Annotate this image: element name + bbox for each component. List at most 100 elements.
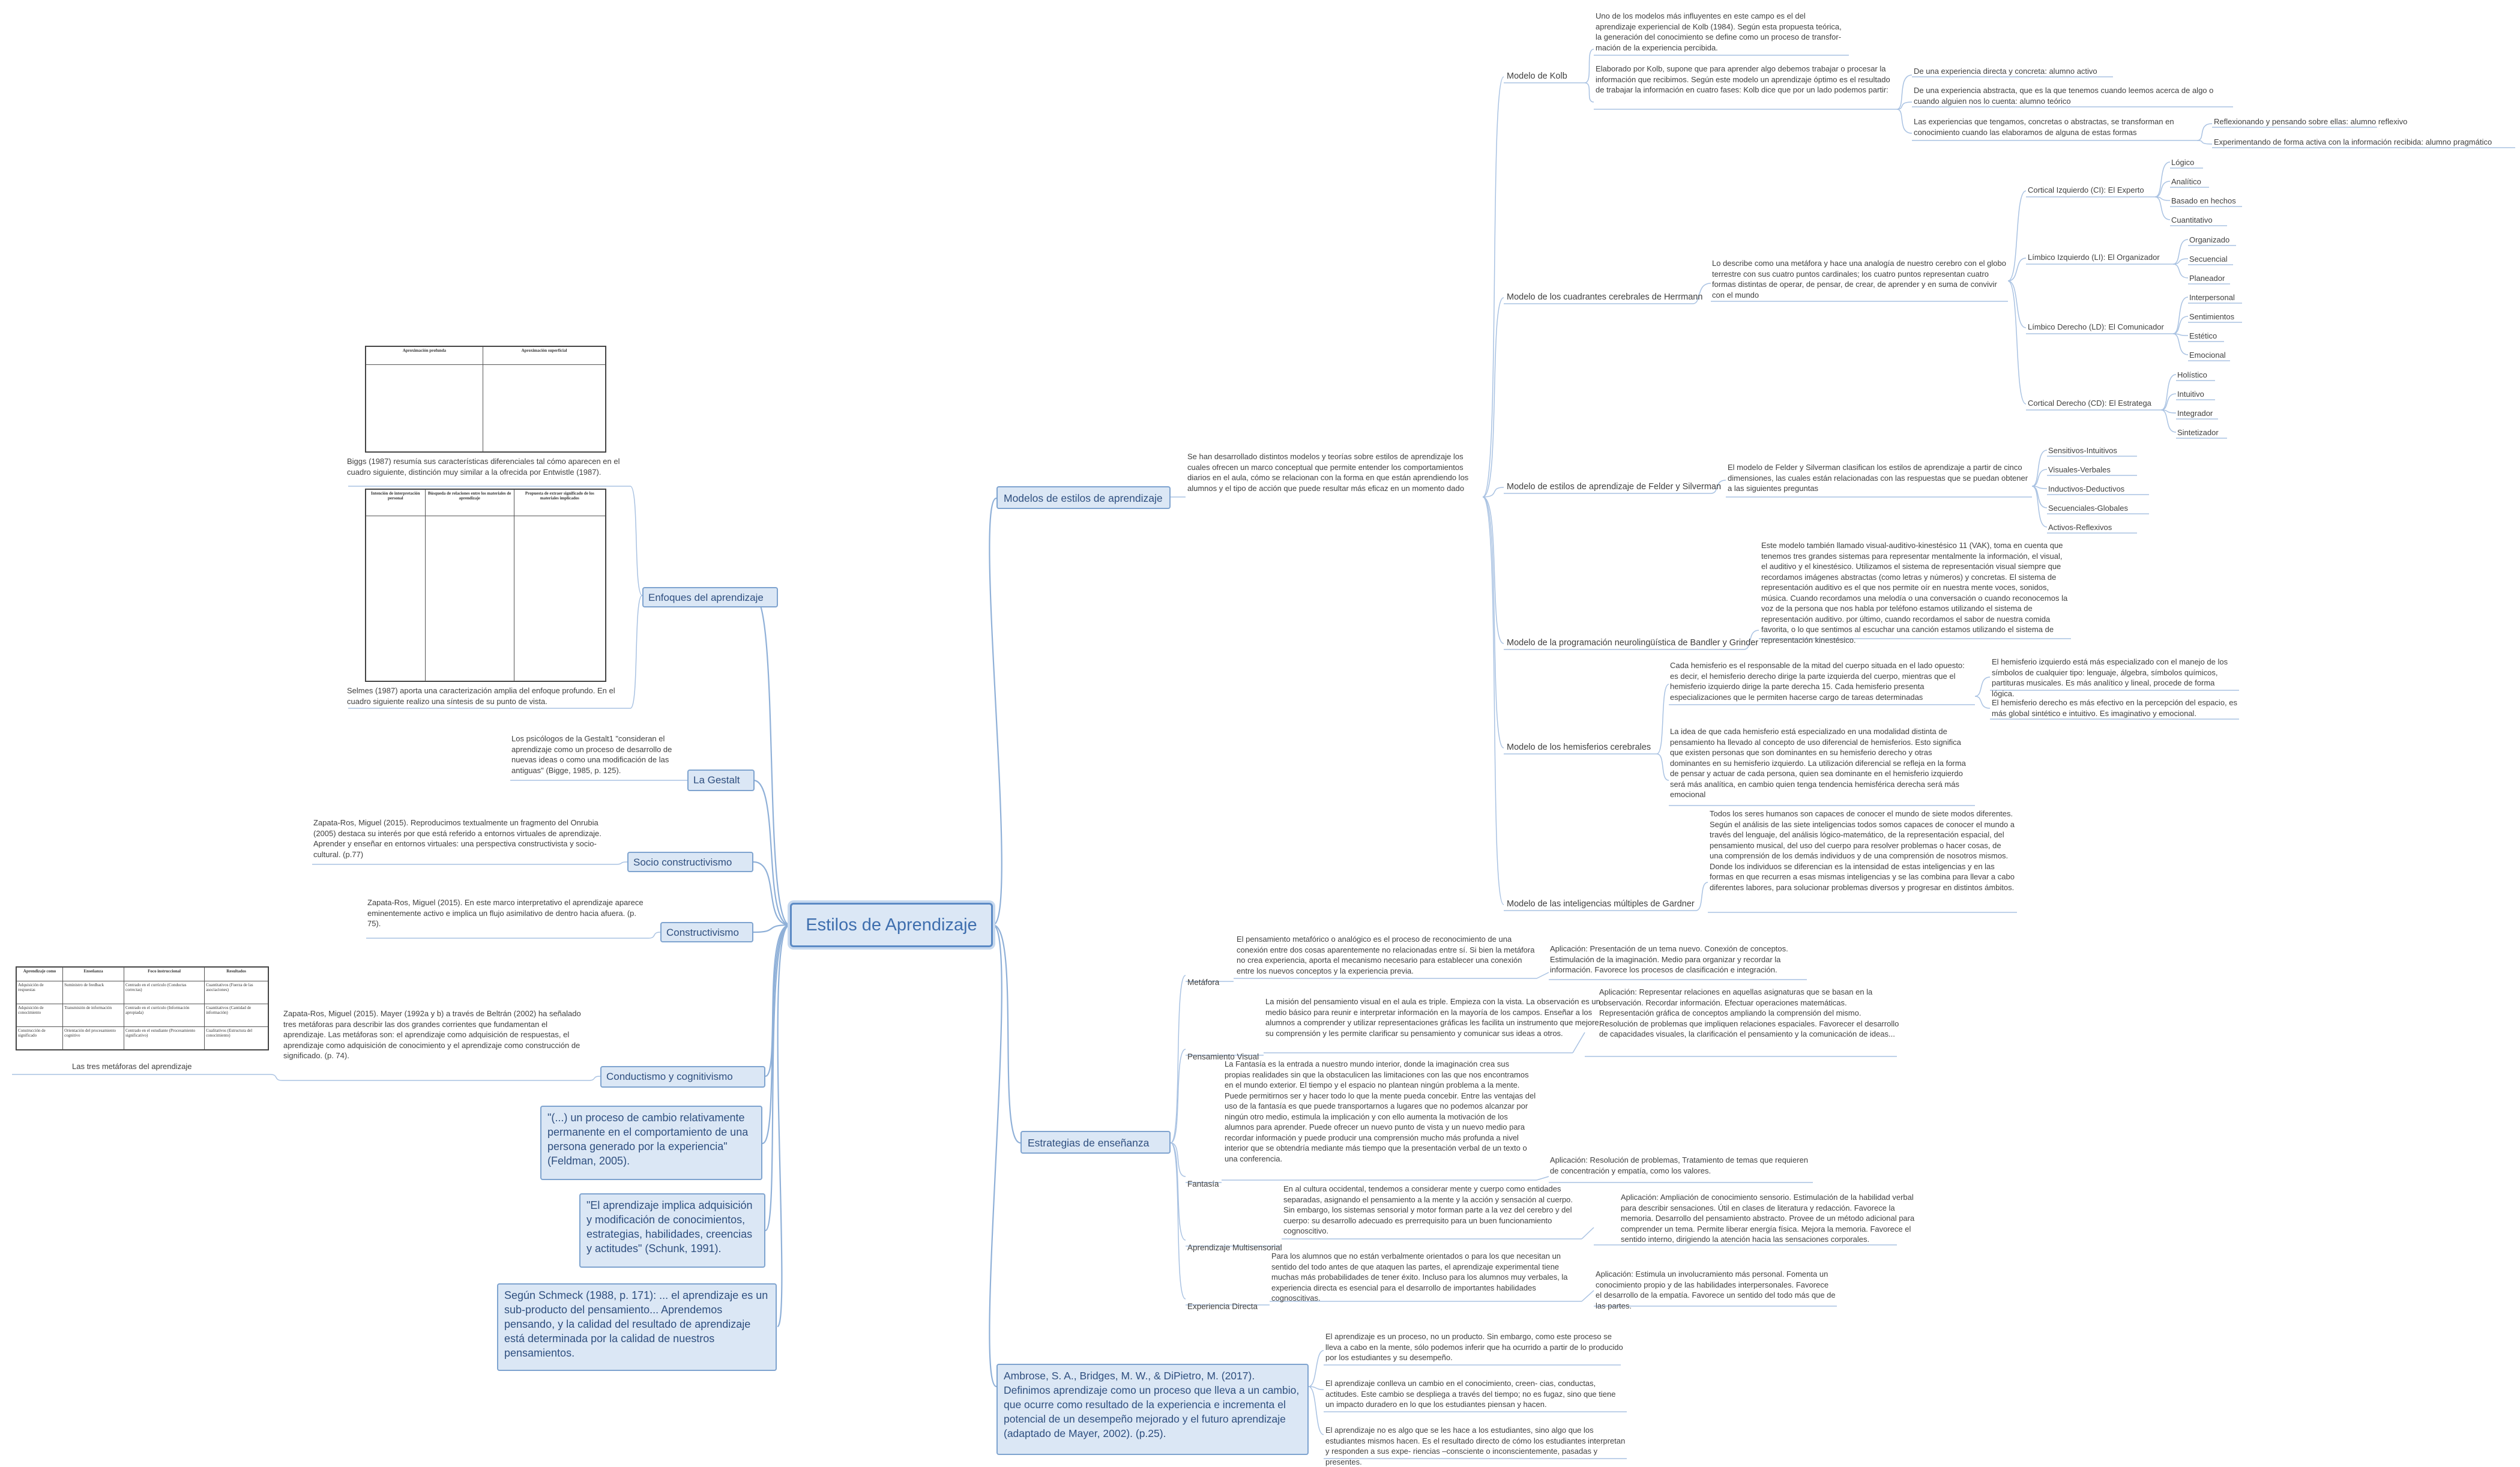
table-cell: Transmisión de información: [62, 1004, 125, 1028]
enfoques-node[interactable]: Enfoques del aprendizaje: [642, 587, 778, 607]
link-ambrose: [989, 924, 1002, 1388]
hermann-trait: Integrador: [2177, 409, 2213, 418]
socio-text: Zapata-Ros, Miguel (2015). Reproducimos …: [313, 818, 601, 859]
hermann-quadrant[interactable]: Límbico Derecho (LD): El Comunicador: [2028, 322, 2164, 331]
estrategia-label[interactable]: Experiencia Directa: [1187, 1301, 1258, 1311]
conductismo-text: Zapata-Ros, Miguel (2015). Mayer (1992a …: [283, 1009, 581, 1060]
hermann-trait: Secuencial: [2189, 255, 2228, 264]
kolb-sub-3b: Experimentando de forma activa con la in…: [2214, 137, 2492, 146]
hermann-quadrant[interactable]: Cortical Derecho (CD): El Estratega: [2028, 399, 2151, 408]
link-socio: [753, 861, 791, 926]
hemisferios-text-1a: El hemisferio izquierdo está más especia…: [1992, 657, 2228, 698]
hermann-desc: Lo describe como una metáfora y hace una…: [1712, 259, 2006, 300]
constructivismo-node[interactable]: Constructivismo: [660, 922, 753, 942]
gestalt-text: Los psicólogos de la Gestalt1 "considera…: [511, 734, 672, 775]
hermann-label[interactable]: Modelo de los cuadrantes cerebrales de H…: [1507, 292, 1703, 302]
hermann-trait: Cuantitativo: [2171, 215, 2213, 224]
ambrose-point: El aprendizaje no es algo que se les hac…: [1325, 1426, 1626, 1466]
felder-dimension: Inductivos-Deductivos: [2048, 484, 2125, 493]
link-gestalt: [753, 779, 791, 926]
hemisferios-text-1b: El hemisferio derecho es más efectivo en…: [1992, 698, 2237, 718]
hermann-trait: Emocional: [2189, 351, 2226, 360]
link-modelos: [989, 497, 1002, 926]
hermann-trait: Holístico: [2177, 370, 2207, 379]
gardner-label[interactable]: Modelo de las inteligencias múltiples de…: [1507, 899, 1695, 909]
hermann-quadrant[interactable]: Cortical Izquierdo (CI): El Experto: [2028, 185, 2144, 194]
felder-dimension: Activos-Reflexivos: [2048, 523, 2112, 532]
quote-schmeck[interactable]: Según Schmeck (1988, p. 171): ... el apr…: [497, 1283, 777, 1371]
felder-dimension: Visuales-Verbales: [2048, 465, 2111, 474]
central-topic[interactable]: Estilos de Aprendizaje: [790, 903, 993, 947]
estrategia-label[interactable]: Pensamiento Visual: [1187, 1052, 1259, 1061]
table2-header-2: Búsqueda de relaciones entre los materia…: [424, 489, 514, 516]
kolb-label[interactable]: Modelo de Kolb: [1507, 71, 1567, 81]
estrategia-aplicacion: Aplicación: Representar relaciones en aq…: [1599, 987, 1899, 1038]
socio-node[interactable]: Socio constructivismo: [627, 852, 753, 872]
felder-dimension: Sensitivos-Intuitivos: [2048, 446, 2117, 455]
hermann-trait: Interpersonal: [2189, 293, 2235, 302]
felder-dimension: Secuenciales-Globales: [2048, 504, 2128, 513]
link-quote3: [776, 924, 791, 1328]
estrategia-label[interactable]: Fantasía: [1187, 1179, 1219, 1188]
table-cell: Centrado en el currículo (Conductas corr…: [124, 981, 205, 1005]
link-constructivismo: [753, 924, 791, 933]
pnl-desc: Este modelo también llamado visual-audit…: [1761, 541, 2068, 645]
ambrose-point: El aprendizaje es un proceso, no un prod…: [1325, 1332, 1623, 1362]
estrategia-desc: Para los alumnos que no están verbalment…: [1271, 1252, 1568, 1303]
conductismo-node[interactable]: Conductismo y cognitivismo: [600, 1066, 765, 1088]
hemisferios-text-2: La idea de que cada hemisferio está espe…: [1670, 727, 1966, 799]
estrategias-node[interactable]: Estrategias de enseñanza: [1020, 1131, 1171, 1154]
metaforas-header-2: Foco instruccional: [124, 966, 205, 982]
biggs-caption: Biggs (1987) resumía sus características…: [347, 457, 620, 477]
table-cell: Cualitativos (Estructura del conocimient…: [204, 1026, 268, 1050]
estrategia-desc: El pensamiento metafórico o analógico es…: [1237, 935, 1535, 975]
table-cell: Adquisición de respuestas: [16, 981, 64, 1005]
hermann-trait: Intuitivo: [2177, 390, 2204, 399]
link-conductismo: [765, 924, 791, 1077]
table2-header-1: Intención de interpretación personal: [366, 489, 426, 516]
estrategia-desc: La misión del pensamiento visual en el a…: [1265, 997, 1600, 1038]
kolb-text-2: Elaborado por Kolb, supone que para apre…: [1596, 64, 1890, 94]
kolb-sub-1: De una experiencia directa y concreta: a…: [1914, 67, 2097, 76]
table1-header-deep: Aproximación profunda: [366, 346, 483, 365]
hemisferios-text-1: Cada hemisferio es el responsable de la …: [1670, 661, 1965, 702]
hermann-trait: Estético: [2189, 331, 2217, 340]
hermann-quadrant[interactable]: Límbico Izquierdo (LI): El Organizador: [2028, 253, 2160, 262]
link-quote1: [762, 924, 791, 1145]
kolb-sub-2: De una experiencia abstracta, que es la …: [1914, 86, 2214, 106]
gardner-desc: Todos los seres humanos son capaces de c…: [1710, 809, 2015, 892]
table2-header-3: Propuesta de extraer significado de los …: [513, 489, 606, 516]
metaforas-caption: Las tres metáforas del aprendizaje: [72, 1062, 192, 1071]
table-cell: Centrado en el currículo (Información ap…: [124, 1004, 205, 1028]
table-cell: Cuantitativos (Fuerza de las asociacione…: [204, 981, 268, 1005]
felder-desc: El modelo de Felder y Silverman clasific…: [1728, 463, 2028, 493]
hermann-trait: Sintetizador: [2177, 428, 2219, 437]
estrategia-desc: En al cultura occidental, tendemos a con…: [1283, 1184, 1573, 1235]
hermann-trait: Organizado: [2189, 235, 2230, 244]
quote-feldman[interactable]: "(...) un proceso de cambio relativament…: [540, 1106, 762, 1180]
hemisferios-label[interactable]: Modelo de los hemisferios cerebrales: [1507, 743, 1651, 752]
gestalt-node[interactable]: La Gestalt: [687, 770, 755, 791]
modelos-node[interactable]: Modelos de estilos de aprendizaje: [996, 486, 1171, 509]
ambrose-node[interactable]: Ambrose, S. A., Bridges, M. W., & DiPiet…: [996, 1364, 1309, 1455]
selmes-caption: Selmes (1987) aporta una caracterización…: [347, 686, 615, 706]
quote-schunk[interactable]: "El aprendizaje implica adquisición y mo…: [579, 1193, 765, 1268]
estrategia-aplicacion: Aplicación: Ampliación de conocimiento s…: [1621, 1193, 1915, 1244]
pnl-label[interactable]: Modelo de la programación neurolingüísti…: [1507, 638, 1759, 648]
link-quote2: [764, 924, 791, 1232]
felder-label[interactable]: Modelo de estilos de aprendizaje de Feld…: [1507, 482, 1722, 492]
kolb-sub-3: Las experiencias que tengamos, concretas…: [1914, 117, 2174, 137]
kolb-sub-3a: Reflexionando y pensando sobre ellas: al…: [2214, 117, 2408, 126]
hermann-trait: Basado en hechos: [2171, 196, 2236, 205]
estrategia-aplicacion: Aplicación: Resolución de problemas, Tra…: [1550, 1155, 1808, 1175]
estrategia-label[interactable]: Aprendizaje Multisensorial: [1187, 1243, 1282, 1252]
table-cell: Suministro de feedback: [62, 981, 125, 1005]
hermann-trait: Lógico: [2171, 158, 2195, 167]
estrategia-label[interactable]: Metáfora: [1187, 977, 1220, 987]
link-estrategias: [992, 924, 1021, 1144]
